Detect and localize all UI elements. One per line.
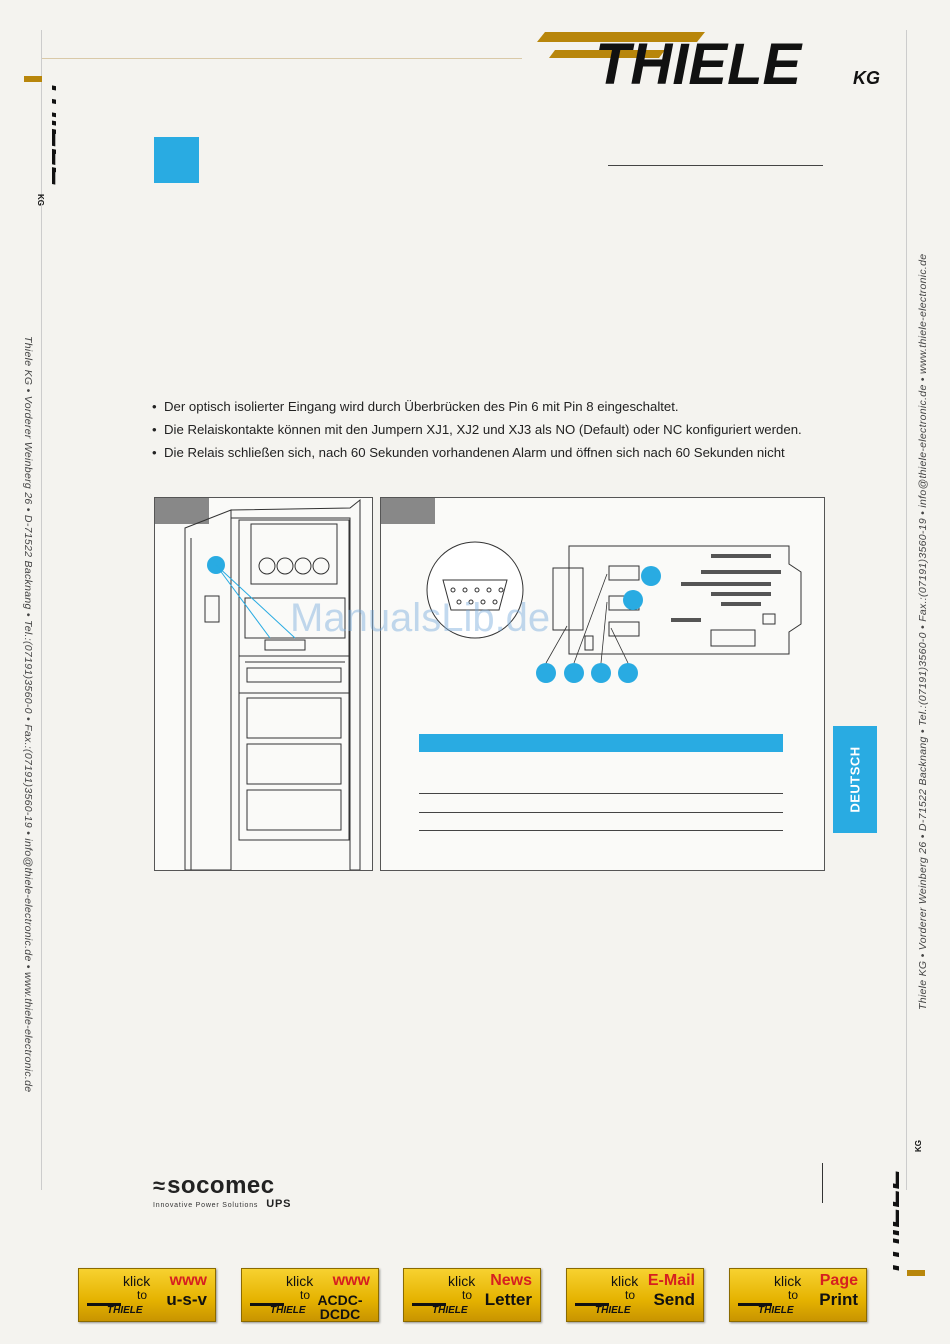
- figure-cabinet: [154, 497, 373, 871]
- thiele-mini-logo: THIELE: [250, 1303, 306, 1315]
- table-rule: [419, 812, 783, 813]
- svg-text:THIELE: THIELE: [432, 1305, 468, 1315]
- figure-board: [380, 497, 825, 871]
- page-number-rule: [822, 1163, 823, 1203]
- usv-link-button[interactable]: klick www to u-s-v THIELE: [78, 1268, 216, 1322]
- company-tagline: Innovative Power Solutions: [153, 1202, 259, 1209]
- list-item: Die Relais schließen sich, nach 60 Sekun…: [152, 441, 852, 464]
- language-tab[interactable]: DEUTSCH: [833, 726, 877, 833]
- list-item: Der optisch isolierter Eingang wird durc…: [152, 395, 852, 418]
- svg-text:KG: KG: [853, 68, 880, 88]
- contact-text-left: Thiele KG • Vorderer Weinberg 26 • D-715…: [22, 336, 34, 1093]
- top-rule: [42, 58, 522, 59]
- table-header-bar: [419, 734, 783, 752]
- thiele-logo: THIELE KG: [535, 28, 885, 97]
- svg-text:THIELE: THIELE: [270, 1305, 306, 1315]
- title-rule: [608, 165, 823, 166]
- cabinet-drawing: [184, 498, 361, 870]
- print-link-button[interactable]: klick Page to Print THIELE: [729, 1268, 867, 1322]
- svg-text:THIELE: THIELE: [893, 1168, 906, 1276]
- email-link-button[interactable]: klick E-Mail to Send THIELE: [566, 1268, 704, 1322]
- watermark: ManualsLib.de: [290, 596, 551, 640]
- table-rule: [419, 830, 783, 831]
- logo-text: THIELE: [595, 32, 804, 92]
- page-frame-left: [41, 30, 42, 1190]
- bullet-list: Der optisch isolierter Eingang wird durc…: [152, 395, 852, 464]
- board-drawing: [426, 541, 802, 683]
- svg-text:THIELE: THIELE: [107, 1305, 143, 1315]
- svg-text:THIELE: THIELE: [45, 80, 56, 188]
- thiele-mini-logo: THIELE: [738, 1303, 794, 1315]
- section-marker: [154, 137, 199, 183]
- socomec-mark-icon: ≈: [153, 1173, 166, 1198]
- svg-text:THIELE: THIELE: [758, 1305, 794, 1315]
- table-rule: [419, 793, 783, 794]
- thiele-mini-logo: THIELE: [412, 1303, 468, 1315]
- callout-marker: [591, 663, 611, 683]
- figure-label-tab: [381, 498, 435, 524]
- newsletter-link-button[interactable]: klick News to Letter THIELE: [403, 1268, 541, 1322]
- svg-text:KG: KG: [914, 1140, 923, 1152]
- svg-text:THIELE: THIELE: [595, 1305, 631, 1315]
- side-logo-right: THIELE KG: [873, 1140, 929, 1280]
- thiele-mini-logo: THIELE: [87, 1303, 143, 1315]
- list-item: Die Relaiskontakte können mit den Jumper…: [152, 418, 852, 441]
- company-name: socomec: [167, 1172, 275, 1199]
- contact-text-right: Thiele KG • Vorderer Weinberg 26 • D-715…: [917, 253, 929, 1010]
- callout-marker: [618, 663, 638, 683]
- side-logo-left: THIELE KG: [20, 76, 78, 216]
- figure-label-tab: [155, 498, 209, 524]
- callout-marker: [536, 663, 556, 683]
- callout-marker: [641, 566, 661, 586]
- acdc-link-button[interactable]: klick www to ACDC-DCDC THIELE: [241, 1268, 379, 1322]
- language-tab-label: DEUTSCH: [847, 746, 863, 813]
- callout-marker: [564, 663, 584, 683]
- socomec-logo: ≈socomec Innovative Power Solutions UPS: [153, 1172, 291, 1210]
- thiele-mini-logo: THIELE: [575, 1303, 631, 1315]
- page-frame-right: [906, 30, 907, 1190]
- callout-marker: [623, 590, 643, 610]
- svg-text:KG: KG: [36, 194, 45, 206]
- company-division: UPS: [266, 1198, 292, 1210]
